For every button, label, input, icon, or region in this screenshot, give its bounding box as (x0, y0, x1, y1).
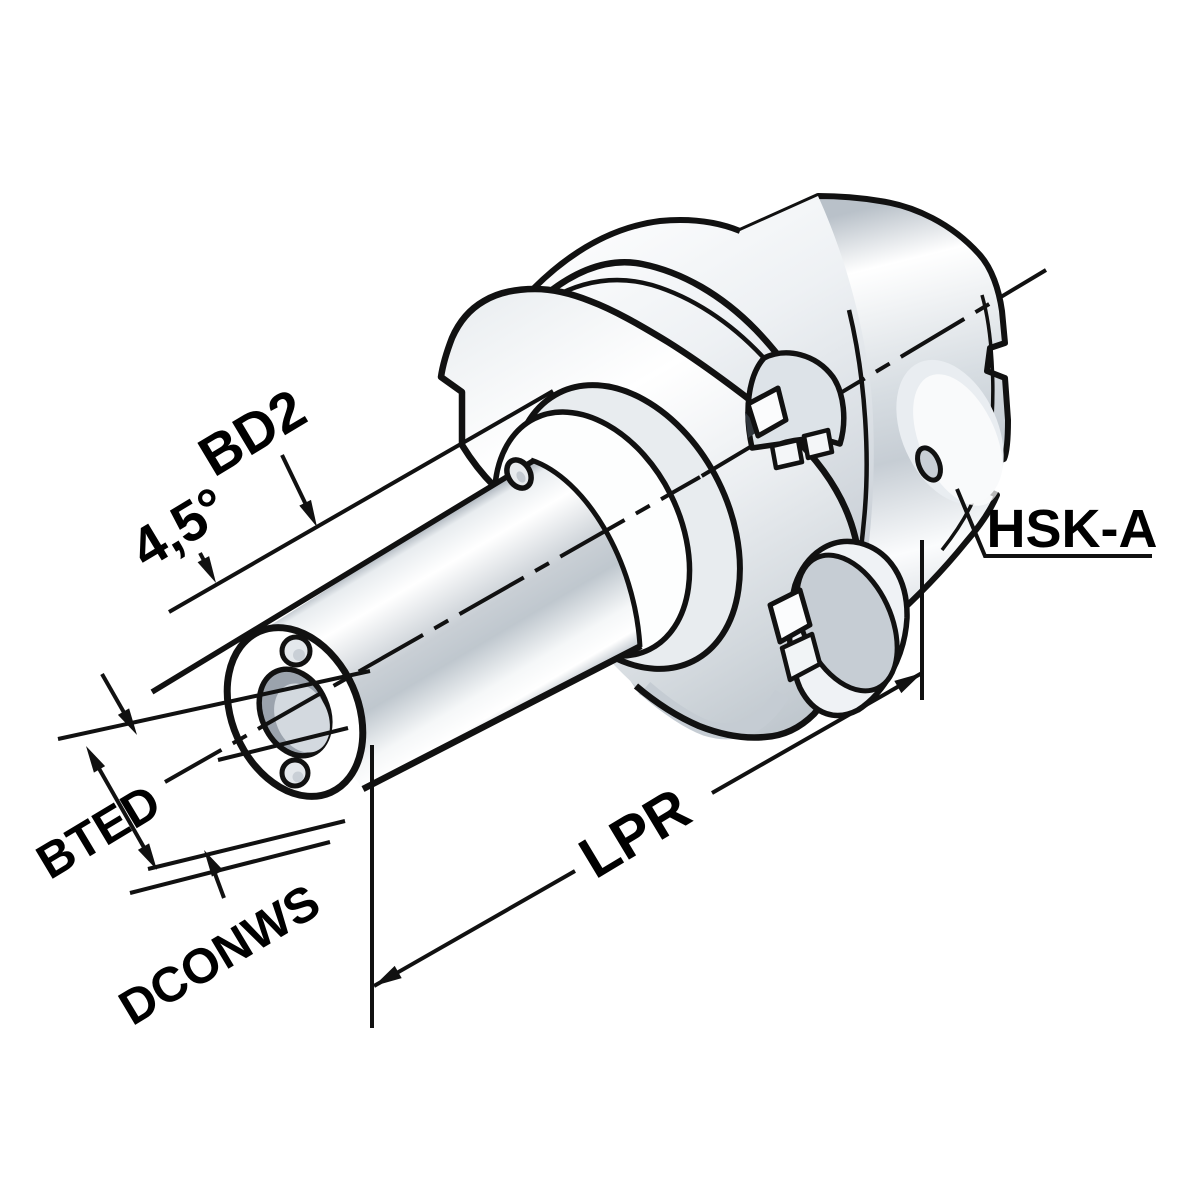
svg-text:HSK-A: HSK-A (987, 499, 1158, 559)
